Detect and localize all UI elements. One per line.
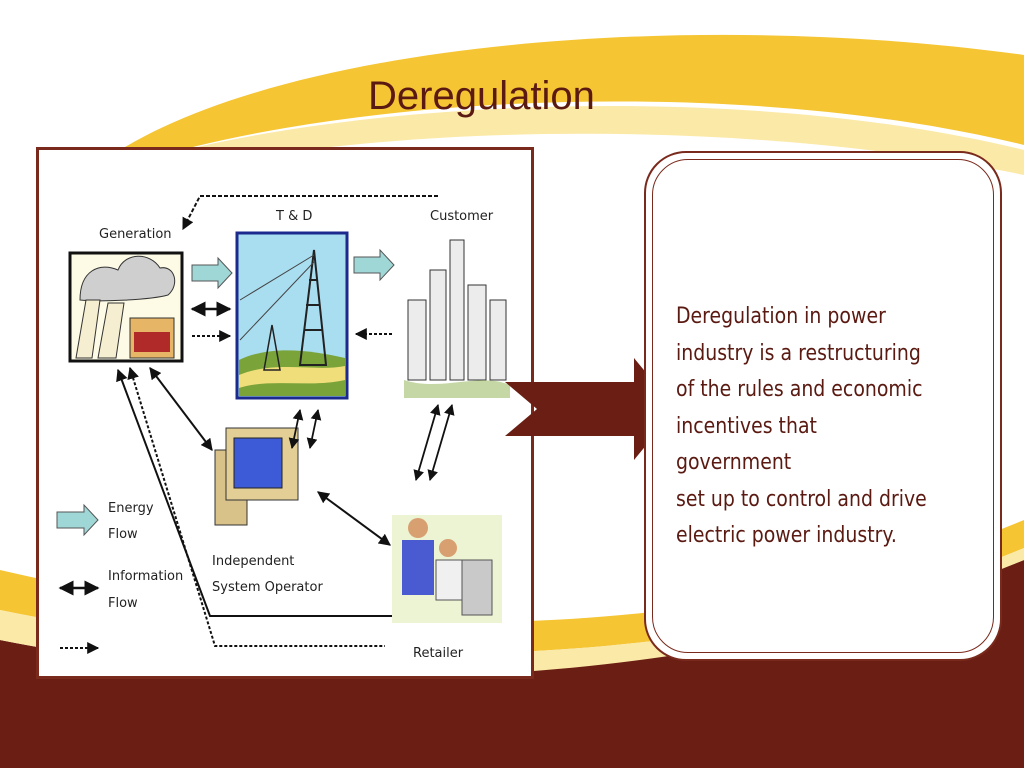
info-arrow-td-iso-1	[288, 408, 304, 450]
customer-label: Customer	[430, 209, 494, 224]
info-arrow-gen-iso	[149, 367, 213, 451]
dashed-loop-top	[182, 195, 438, 231]
computer-icon	[214, 427, 299, 526]
legend-info-line1: Information	[108, 569, 183, 584]
legend-info-line2: Flow	[108, 596, 138, 611]
bottom-brown-band	[0, 560, 1024, 768]
info-arrow-td-iso-2	[306, 408, 322, 450]
retailer-label: Retailer	[413, 646, 464, 661]
callout-text: Deregulation in power industry is a rest…	[676, 303, 927, 548]
top-yellow-swoosh	[120, 34, 1024, 160]
transmission-tower-icon	[235, 231, 349, 400]
slide-title: Deregulation	[368, 74, 595, 118]
iso-label-line2: System Operator	[212, 580, 323, 595]
legend-energy-line1: Energy	[108, 501, 154, 516]
legend-energy-arrow	[56, 503, 99, 537]
legend-energy-line2: Flow	[108, 527, 138, 542]
energy-arrow-gen-to-td	[191, 256, 233, 290]
power-plant-icon	[68, 251, 184, 363]
city-skyline-icon	[404, 239, 510, 398]
definition-callout	[644, 151, 1002, 661]
info-arrow-iso-retailer	[317, 491, 391, 546]
td-label: T & D	[275, 209, 312, 224]
retailer-people-icon	[392, 515, 502, 623]
big-arrow-shape	[505, 358, 676, 460]
dashed-line-gen-retailer	[127, 366, 385, 647]
callout-inner-border	[652, 159, 994, 653]
generation-label: Generation	[99, 227, 172, 242]
info-line-gen-retailer	[116, 368, 392, 617]
top-pale-swoosh	[145, 105, 1024, 175]
info-arrow-customer-retailer-2	[427, 403, 455, 482]
energy-arrow-td-to-customer	[353, 248, 395, 282]
iso-label-line1: Independent	[212, 554, 294, 569]
